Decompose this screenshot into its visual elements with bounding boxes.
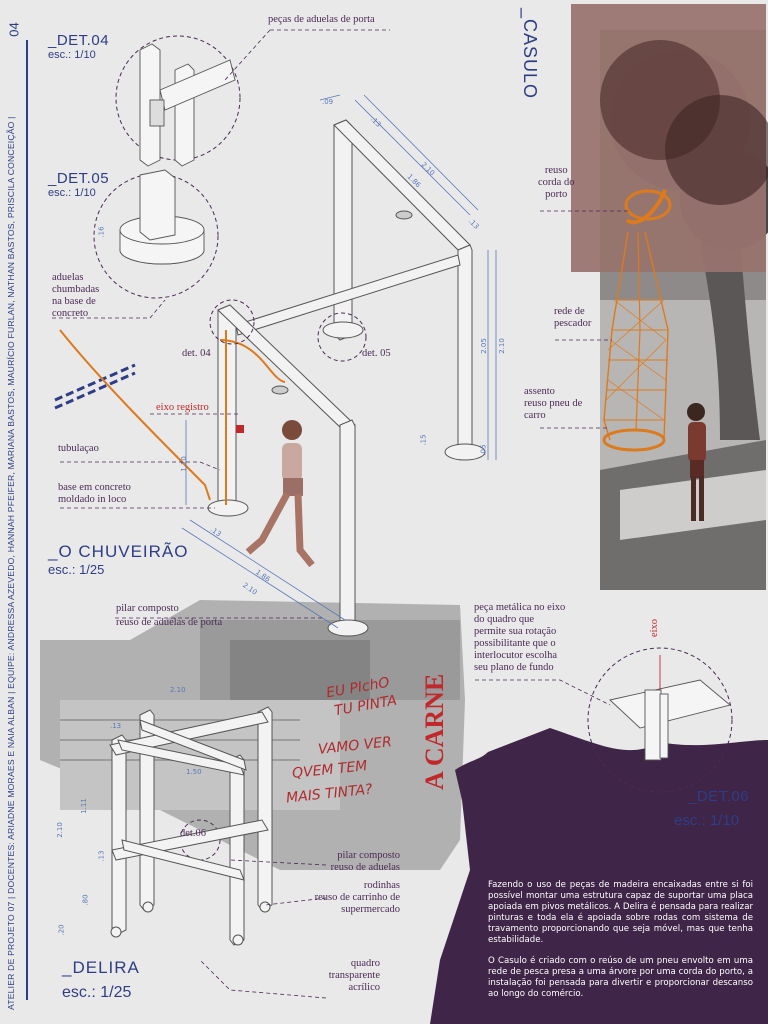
det06-title: _DET.06 xyxy=(688,788,750,805)
description-p2: O Casulo é criado com o reúso de um pneu… xyxy=(488,956,753,999)
label-pilar-composto-2: pilar composto reuso de aduelas xyxy=(330,850,400,873)
dim-210d: 2.10 xyxy=(170,686,186,694)
dim-205: 2.05 xyxy=(479,338,488,354)
credits: ATELIER DE PROJETO 07 | DOCENTES: ARIADN… xyxy=(6,116,16,1010)
woman-figure xyxy=(245,420,315,568)
det05-title-block: _DET.05 esc.: 1/10 xyxy=(48,170,109,199)
child-figure xyxy=(687,403,706,521)
sidebar-rule xyxy=(26,40,28,1000)
delira-scale: esc.: 1/25 xyxy=(62,984,132,1001)
dim-150: 1.50 xyxy=(186,768,202,776)
chuveirao-title: _O CHUVEIRÃO xyxy=(48,542,189,561)
det04-scale: esc.: 1/10 xyxy=(48,49,96,61)
label-assento: assento reuso pneu de carro xyxy=(524,386,583,421)
label-quadro: quadro transparente acrílico xyxy=(328,958,380,993)
graffiti-acarne: A CARNE xyxy=(420,673,449,790)
label-eixo: eixo xyxy=(649,618,661,638)
casulo-title: _CASULO xyxy=(520,8,540,100)
label-tubulacao: tubulaçao xyxy=(58,443,99,454)
det05-drawing xyxy=(119,169,205,265)
fishing-net xyxy=(602,189,672,452)
chuveirao-title-block: _O CHUVEIRÃO esc.: 1/25 xyxy=(48,542,188,577)
dim-80: .80 xyxy=(81,894,90,906)
det06-scale: esc.: 1/10 xyxy=(674,812,740,829)
dim-110: 1.10 xyxy=(179,456,188,472)
det04-title-block: _DET.04 esc.: 1/10 xyxy=(48,32,109,61)
dim-15: .15 xyxy=(419,434,428,446)
dim-111: 1.11 xyxy=(79,798,88,814)
leader-lines xyxy=(52,29,630,999)
description-panel xyxy=(430,728,768,1024)
label-base-concreto: base em concreto moldado in loco xyxy=(58,482,131,505)
dim-16: .16 xyxy=(97,226,106,238)
label-eixo-registro: eixo registro xyxy=(156,402,209,413)
det05-title: _DET.05 xyxy=(48,170,110,187)
dim-210e: 2.10 xyxy=(55,822,64,838)
label-reuso-aduelas-1: reuso de aduelas de porta xyxy=(116,617,223,628)
dim-09: .09 xyxy=(322,98,334,106)
delira-structure xyxy=(109,706,273,946)
label-det05-ref: det. 05 xyxy=(362,348,391,359)
label-reuso-corda: reuso corda do porto xyxy=(538,165,575,200)
det05-scale: esc.: 1/10 xyxy=(48,187,96,199)
label-peca-metalica: peça metálica no eixo do quadro que perm… xyxy=(474,602,566,673)
description: Fazendo o uso de peças de madeira encaix… xyxy=(488,880,753,1010)
det06-drawing xyxy=(609,655,731,761)
delira-title: _DELIRA xyxy=(62,958,140,977)
label-det06-ref: det.06 xyxy=(180,828,206,839)
dim-210b: 2.10 xyxy=(497,338,506,354)
dim-20: .20 xyxy=(57,924,66,936)
dim-13d: .13 xyxy=(110,722,122,730)
label-rede-pescador: rede de pescador xyxy=(554,306,592,329)
det04-drawing xyxy=(139,43,236,167)
description-p1: Fazendo o uso de peças de madeira encaix… xyxy=(488,880,753,945)
label-pecas-aduelas: peças de aduelas de porta xyxy=(268,14,375,25)
det06-scale-block: esc.: 1/10 xyxy=(674,812,739,829)
det04-title: _DET.04 xyxy=(48,32,110,49)
label-aduelas-chumbadas: aduelas chumbadas na base de concreto xyxy=(52,272,100,319)
dim-13e: .13 xyxy=(97,850,106,862)
page-number: 04 xyxy=(6,22,22,37)
casulo-photo xyxy=(571,4,768,590)
label-pilar-composto-1: pilar composto xyxy=(116,603,179,614)
label-det04-ref: det. 04 xyxy=(182,348,211,359)
dim-05: .05 xyxy=(479,444,488,456)
chuveirao-scale: esc.: 1/25 xyxy=(48,562,105,577)
det06-title-block: _DET.06 xyxy=(688,788,749,805)
detail-circles xyxy=(93,35,733,861)
sidebar: 04 ATELIER DE PROJETO 07 | DOCENTES: ARI… xyxy=(0,0,36,1024)
delira-title-block: _DELIRA esc.: 1/25 xyxy=(62,958,140,1002)
label-rodinhas: rodinhas reuso de carrinho de supermerca… xyxy=(314,880,400,915)
